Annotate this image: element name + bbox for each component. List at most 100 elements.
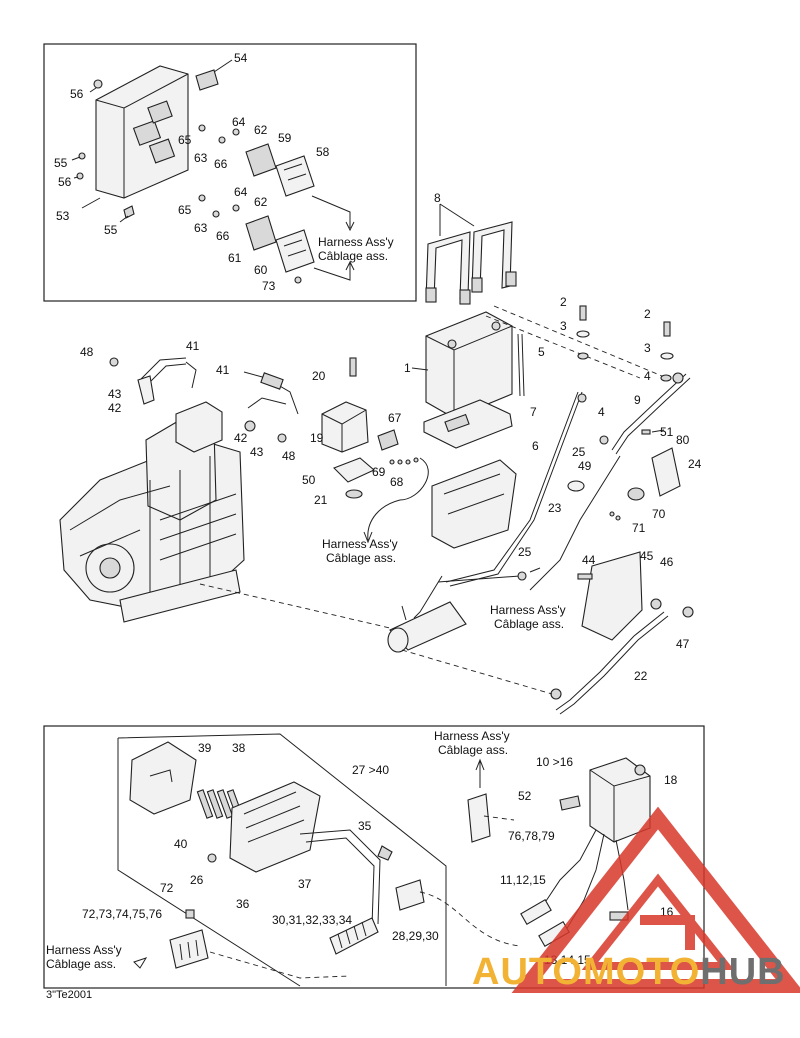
- harness-label-mid-fr: Câblage ass.: [326, 551, 396, 565]
- callout-60: 60: [254, 263, 268, 277]
- terminal-bolt-left: [576, 305, 590, 360]
- callout-46: 46: [660, 555, 674, 569]
- callout-62-top: 62: [254, 123, 268, 137]
- callout-21: 21: [314, 493, 328, 507]
- callout-70: 70: [652, 507, 666, 521]
- callout-11-12-15: 11,12,15: [500, 873, 546, 887]
- watermark-text-hub: HUB: [700, 951, 785, 993]
- callout-20: 20: [312, 369, 326, 383]
- callout-80: 80: [676, 433, 690, 447]
- callout-43-right: 43: [250, 445, 264, 459]
- bracket-45: [581, 551, 643, 641]
- callout-72-76: 72,73,74,75,76: [82, 907, 162, 921]
- screw-56-top: [93, 79, 103, 89]
- harness-label-bottom-en: Harness Ass'y: [46, 943, 122, 957]
- callout-35: 35: [358, 819, 372, 833]
- callout-8: 8: [434, 191, 441, 205]
- callout-69: 69: [372, 465, 386, 479]
- callout-64-top: 64: [232, 115, 246, 129]
- inset-frame-top: [43, 43, 417, 302]
- terminals-68-69: [389, 457, 419, 465]
- callout-42-left: 42: [108, 401, 122, 415]
- callout-43-left: 43: [108, 387, 122, 401]
- wire-23: [529, 455, 621, 591]
- harness-label-top-fr: Câblage ass.: [438, 743, 508, 757]
- multi-connector: [329, 917, 379, 955]
- battery: [425, 311, 513, 419]
- arrow-line-mid: [367, 457, 429, 541]
- callout-44: 44: [582, 553, 596, 567]
- connector-67: [377, 429, 399, 451]
- hose-end-left: [185, 361, 197, 389]
- callout-66-top: 66: [214, 157, 228, 171]
- callout-2-right: 2: [644, 307, 651, 321]
- connector-28: [395, 879, 425, 911]
- callout-66-bottom: 66: [216, 229, 230, 243]
- cdi-wire-a: [539, 829, 597, 911]
- fuse-block: [196, 789, 244, 819]
- callout-37: 37: [298, 877, 312, 891]
- harness-label-top-en: Harness Ass'y: [434, 729, 510, 743]
- callout-52: 52: [518, 789, 532, 803]
- cable-22: [555, 611, 665, 711]
- callout-59: 59: [278, 131, 292, 145]
- screw-55-lower: [123, 205, 135, 219]
- screw-48-right: [277, 433, 287, 443]
- callout-53: 53: [56, 209, 70, 223]
- watermark-logo: [511, 806, 800, 993]
- callout-56-top: 56: [70, 87, 84, 101]
- ignition-coil: [321, 357, 369, 453]
- callout-48-right: 48: [282, 449, 296, 463]
- callout-42-right: 42: [234, 431, 248, 445]
- callout-9: 9: [634, 393, 641, 407]
- callout-63-top: 63: [194, 151, 208, 165]
- screw-26: [207, 853, 217, 863]
- bolt-52: [559, 795, 581, 811]
- callout-56-bottom: 56: [58, 175, 72, 189]
- connector-25-bottom: [517, 571, 527, 581]
- nut-18: [634, 764, 646, 776]
- connector-76: [467, 793, 491, 843]
- ecu-module: [95, 65, 189, 199]
- callout-6: 6: [532, 439, 539, 453]
- cable-22-upper: [437, 567, 541, 583]
- harness-label-right-fr: Câblage ass.: [494, 617, 564, 631]
- callout-25-top: 25: [572, 445, 586, 459]
- harness-label-inset-fr: Câblage ass.: [318, 249, 388, 263]
- screw-48-left: [109, 357, 119, 367]
- relay-24: [651, 447, 681, 497]
- callout-38: 38: [232, 741, 246, 755]
- callout-47: 47: [676, 637, 690, 651]
- callout-1: 1: [404, 361, 411, 375]
- callout-62-bottom: 62: [254, 195, 268, 209]
- terminal-35: [377, 845, 393, 861]
- regulator-upper: [198, 124, 315, 197]
- callout-23: 23: [548, 501, 562, 515]
- callout-76-78-79: 76,78,79: [508, 829, 555, 843]
- part-72: [185, 909, 195, 919]
- callout-63-bottom: 63: [194, 221, 208, 235]
- callout-2-left: 2: [560, 295, 567, 309]
- callout-4-right: 4: [644, 369, 651, 383]
- clip-49: [567, 480, 585, 492]
- callout-39: 39: [198, 741, 212, 755]
- callout-36: 36: [236, 897, 250, 911]
- callout-51: 51: [660, 425, 674, 439]
- callout-18: 18: [664, 773, 678, 787]
- engine: [59, 401, 245, 623]
- callout-68: 68: [390, 475, 404, 489]
- battery-bracket: [431, 459, 517, 549]
- callout-48-left: 48: [80, 345, 94, 359]
- harness-37: [299, 829, 381, 925]
- callout-24: 24: [688, 457, 702, 471]
- callout-65-bottom: 65: [178, 203, 192, 217]
- callout-41-right: 41: [216, 363, 230, 377]
- callout-61: 61: [228, 251, 242, 265]
- cable-9: [611, 373, 687, 451]
- fuse-holder-70: [627, 487, 645, 501]
- callout-55-bottom: 55: [104, 223, 118, 237]
- cover: [129, 741, 197, 815]
- connector-54: [195, 69, 219, 91]
- starter-motor: [387, 575, 467, 653]
